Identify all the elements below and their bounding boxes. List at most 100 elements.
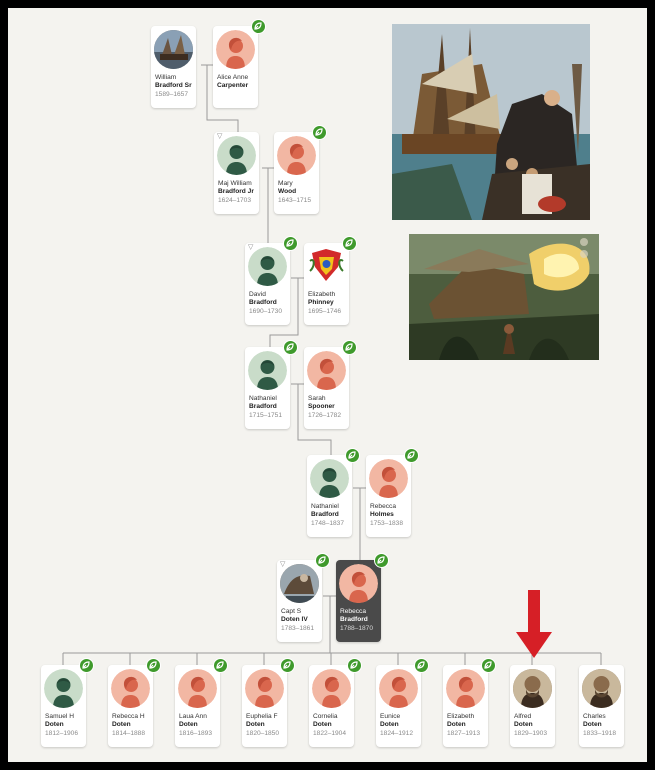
person-last-name: Bradford Jr bbox=[218, 188, 254, 195]
person-card-maj-william-bradford-jr[interactable]: ▽ Maj William Bradford Jr 1624–1703 bbox=[214, 132, 259, 214]
person-first-name: Euphelia F bbox=[246, 713, 278, 720]
person-last-name: Bradford bbox=[249, 403, 277, 410]
person-card-rebecca-holmes[interactable]: Rebecca Holmes 1753–1838 bbox=[366, 448, 419, 537]
person-last-name: Wood bbox=[278, 188, 297, 195]
person-card-nathaniel-bradford-1748[interactable]: Nathaniel Bradford 1748–1837 bbox=[307, 448, 360, 537]
male-avatar-icon bbox=[248, 247, 287, 286]
person-first-name: Maj William bbox=[218, 180, 252, 187]
person-card-sarah-spooner[interactable]: Sarah Spooner 1726–1782 bbox=[304, 340, 357, 429]
person-lifespan: 1690–1730 bbox=[249, 308, 283, 315]
person-card-capt-s-doten-iv[interactable]: ▽ Capt S Doten IV 1783–1861 bbox=[277, 553, 330, 642]
person-lifespan: 1820–1850 bbox=[246, 730, 280, 737]
person-last-name: Doten bbox=[380, 721, 399, 728]
person-first-name: Eunice bbox=[380, 713, 401, 720]
female-avatar-icon bbox=[277, 136, 316, 175]
person-card-david-bradford[interactable]: ▽ David Bradford 1690–1730 bbox=[245, 236, 298, 325]
person-card-rebecca-bradford-selected[interactable]: Rebecca Bradford 1788–1870 bbox=[336, 553, 389, 642]
avatar-photo bbox=[582, 669, 621, 708]
male-avatar-icon bbox=[310, 459, 349, 498]
person-first-name: Nathaniel bbox=[249, 395, 277, 402]
leaf-icon[interactable] bbox=[312, 125, 327, 140]
person-first-name: Samuel H bbox=[45, 713, 74, 720]
leaf-icon[interactable] bbox=[283, 340, 298, 355]
person-lifespan: 1726–1782 bbox=[308, 412, 342, 419]
person-lifespan: 1812–1906 bbox=[45, 730, 79, 737]
leaf-icon[interactable] bbox=[345, 448, 360, 463]
person-first-name: David bbox=[249, 291, 266, 298]
person-lifespan: 1753–1838 bbox=[370, 520, 404, 527]
leaf-icon[interactable] bbox=[79, 658, 94, 673]
person-lifespan: 1643–1715 bbox=[278, 197, 312, 204]
female-avatar-icon bbox=[111, 669, 150, 708]
person-card-elizabeth-phinney[interactable]: Elizabeth Phinney 1695–1746 bbox=[304, 236, 357, 325]
person-lifespan: 1748–1837 bbox=[311, 520, 345, 527]
person-first-name: Laua Ann bbox=[179, 713, 207, 720]
person-last-name: Doten bbox=[583, 721, 602, 728]
leaf-icon[interactable] bbox=[374, 553, 389, 568]
leaf-icon[interactable] bbox=[414, 658, 429, 673]
person-first-name: Charles bbox=[583, 713, 606, 720]
person-last-name: Doten bbox=[514, 721, 533, 728]
person-last-name: Phinney bbox=[308, 299, 334, 306]
male-avatar-icon bbox=[44, 669, 83, 708]
red-arrow-pointer bbox=[516, 590, 552, 663]
person-first-name: Cornelia bbox=[313, 713, 338, 720]
person-last-name: Bradford bbox=[249, 299, 277, 306]
person-lifespan: 1589–1657 bbox=[155, 91, 189, 98]
leaf-icon[interactable] bbox=[342, 340, 357, 355]
leaf-icon[interactable] bbox=[315, 553, 330, 568]
leaf-icon[interactable] bbox=[347, 658, 362, 673]
person-last-name: Doten bbox=[179, 721, 198, 728]
leaf-icon[interactable] bbox=[481, 658, 496, 673]
person-last-name: Bradford Sr bbox=[155, 82, 192, 89]
person-first-name: Rebecca H bbox=[112, 713, 145, 720]
person-last-name: Doten IV bbox=[281, 616, 308, 623]
female-avatar-icon bbox=[307, 351, 346, 390]
leaf-icon[interactable] bbox=[251, 19, 266, 34]
person-lifespan: 1814–1888 bbox=[112, 730, 146, 737]
person-lifespan: 1695–1746 bbox=[308, 308, 342, 315]
person-lifespan: 1783–1861 bbox=[281, 625, 315, 632]
female-avatar-icon bbox=[178, 669, 217, 708]
female-avatar-icon bbox=[216, 30, 255, 69]
person-last-name: Doten bbox=[45, 721, 64, 728]
person-card-william-bradford-sr[interactable]: William Bradford Sr 1589–1657 bbox=[151, 26, 196, 108]
painting-mayflower-pilgrims[interactable] bbox=[392, 24, 590, 220]
person-card-alice-anne-carpenter[interactable]: Alice Anne Carpenter bbox=[213, 19, 266, 108]
expand-icon[interactable]: ▽ bbox=[248, 244, 254, 251]
person-first-name: William bbox=[155, 74, 177, 81]
avatar-photo bbox=[513, 669, 552, 708]
avatar-photo bbox=[154, 30, 193, 69]
person-card-mary-wood[interactable]: Mary Wood 1643–1715 bbox=[274, 125, 327, 214]
painting-log-cabin-attack[interactable] bbox=[409, 234, 599, 360]
person-lifespan: 1788–1870 bbox=[340, 625, 374, 632]
leaf-icon[interactable] bbox=[280, 658, 295, 673]
avatar-photo bbox=[280, 564, 319, 603]
female-avatar-icon bbox=[446, 669, 485, 708]
person-first-name: Mary bbox=[278, 180, 293, 187]
person-card-nathaniel-bradford-1715[interactable]: Nathaniel Bradford 1715–1751 bbox=[245, 340, 298, 429]
expand-icon[interactable]: ▽ bbox=[217, 133, 223, 140]
person-first-name: Rebecca bbox=[370, 503, 397, 510]
person-lifespan: 1715–1751 bbox=[249, 412, 283, 419]
leaf-icon[interactable] bbox=[283, 236, 298, 251]
person-first-name: Alice Anne bbox=[217, 74, 249, 81]
person-lifespan: 1827–1913 bbox=[447, 730, 481, 737]
person-last-name: Doten bbox=[447, 721, 466, 728]
leaf-icon[interactable] bbox=[342, 236, 357, 251]
leaf-icon[interactable] bbox=[404, 448, 419, 463]
leaf-icon[interactable] bbox=[213, 658, 228, 673]
leaf-icon[interactable] bbox=[146, 658, 161, 673]
person-first-name: Elizabeth bbox=[308, 291, 336, 298]
female-avatar-icon bbox=[339, 564, 378, 603]
expand-icon[interactable]: ▽ bbox=[280, 561, 286, 568]
